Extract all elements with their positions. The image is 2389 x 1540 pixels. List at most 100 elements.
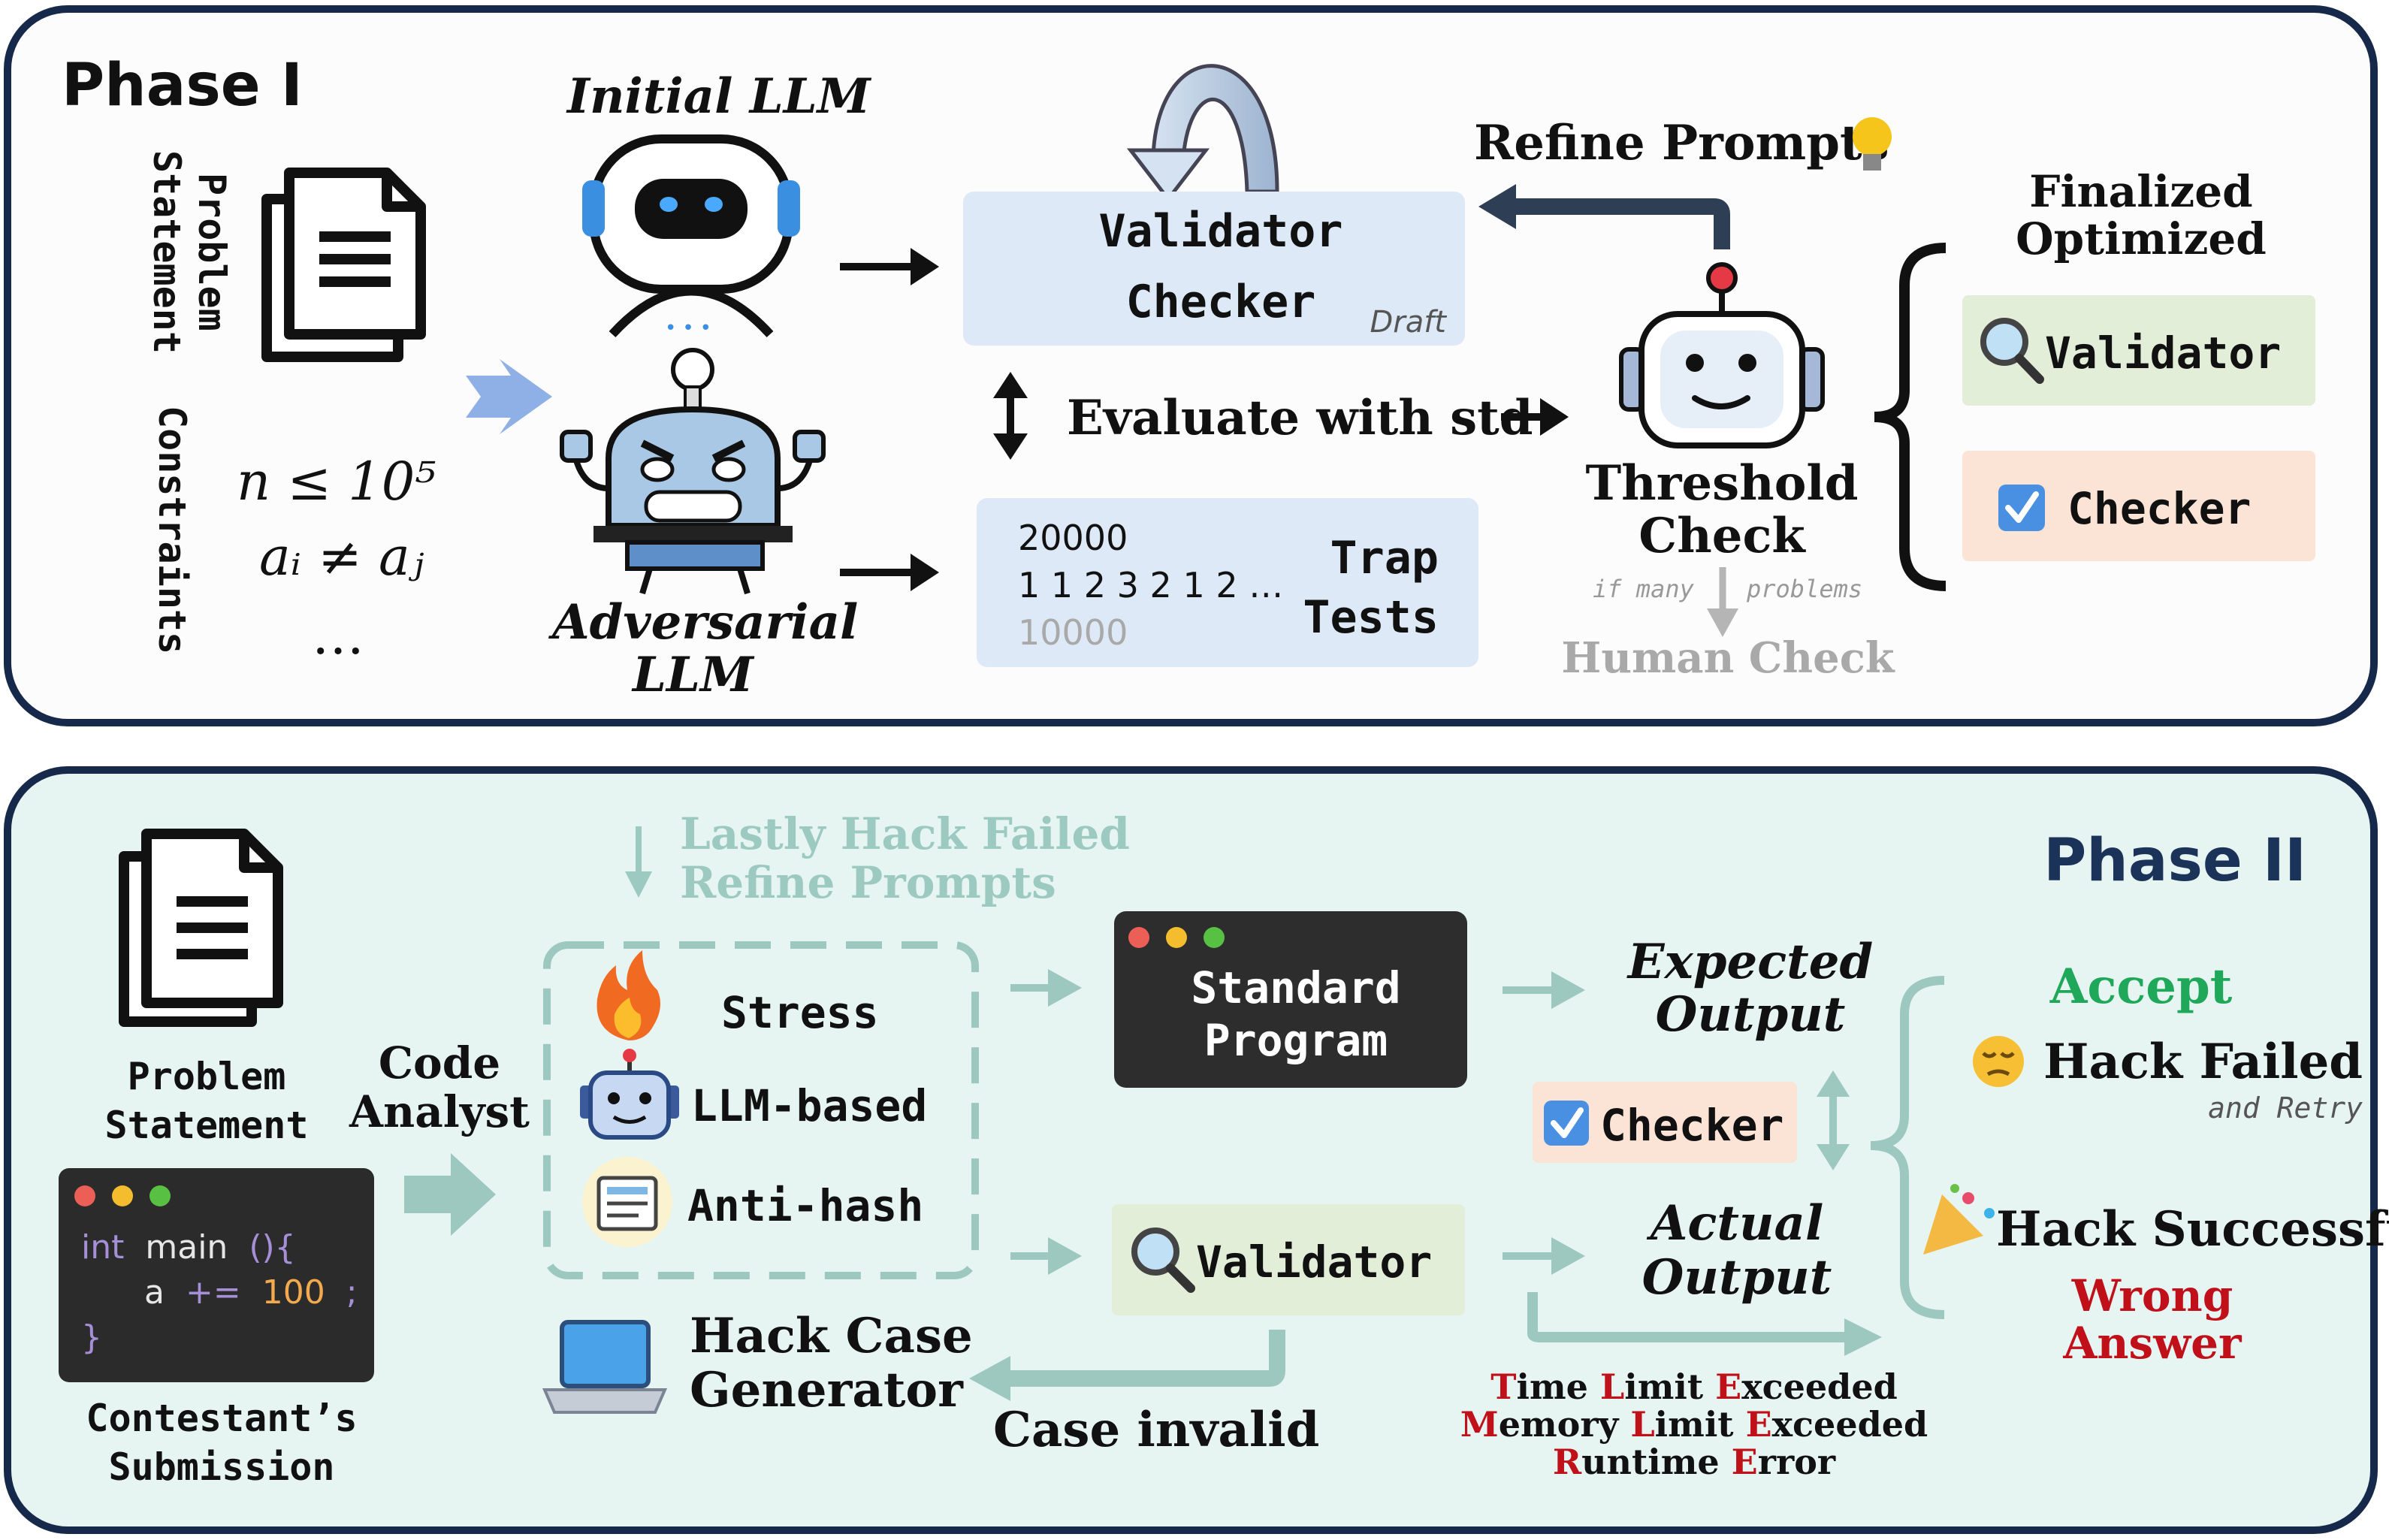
standard-line2: Program — [1204, 1015, 1388, 1066]
hash-sheet-icon — [582, 1157, 672, 1247]
strategy-box — [543, 941, 979, 1279]
phase2-title: Phase II — [2043, 827, 2306, 895]
laptop-icon — [542, 1320, 668, 1414]
trap-sample-1: 20000 — [1018, 518, 1128, 558]
party-popper-icon — [1923, 1184, 1995, 1255]
hack-successful-label: Hack Successful — [1996, 1201, 2389, 1258]
adversarial-robot-icon — [560, 348, 826, 595]
adversarial-llm-line2: LLM — [631, 647, 755, 703]
arrow-to-trap — [840, 554, 939, 591]
analyst-arrow — [404, 1153, 496, 1236]
compare-updown-arrow — [1817, 1070, 1850, 1170]
actual-line1: Actual — [1647, 1195, 1824, 1252]
accept-label: Accept — [2049, 959, 2233, 1015]
lastly-arrow — [625, 826, 652, 898]
refine-prompts-arrow — [1478, 184, 1730, 249]
standard-program-window — [1114, 911, 1467, 1088]
phase2-checkbox-icon — [1544, 1101, 1589, 1146]
problem-statement-label: Problem Statement — [145, 150, 234, 354]
svg-text:Statement: Statement — [145, 150, 189, 354]
phase2-problem-line2: Statement — [105, 1104, 309, 1147]
draft-checker: Checker — [1126, 276, 1316, 328]
constraint-ellipsis: … — [312, 605, 364, 666]
hack-failed-label: Hack Failed — [2043, 1034, 2363, 1090]
constraints-label: Constraints — [150, 406, 194, 654]
trap-sample-2: 1 1 2 3 2 1 2 … — [1018, 565, 1283, 605]
strategy-stress: Stress — [721, 987, 879, 1038]
problems-label: problems — [1746, 575, 1862, 603]
threshold-robot-icon — [1619, 262, 1825, 448]
phase2-problem-line1: Problem — [128, 1055, 286, 1098]
final-checker-box — [1962, 451, 2315, 561]
final-checker-label: Checker — [2067, 483, 2251, 534]
hack-gen-line2: Generator — [690, 1362, 964, 1418]
expected-line2: Output — [1656, 986, 1846, 1043]
finalized-line1: Finalized — [2029, 166, 2252, 217]
strategy-llm: LLM-based — [691, 1080, 927, 1131]
case-invalid-arrow — [969, 1330, 1285, 1401]
error-mle: Memory Limit Exceeded — [1460, 1404, 1928, 1445]
actual-line2: Output — [1642, 1249, 1832, 1306]
arrow-to-actual — [1503, 1237, 1585, 1275]
error-tle: Time Limit Exceeded — [1490, 1366, 1898, 1407]
code-line-1: int main (){ — [81, 1228, 296, 1267]
result-brace — [1870, 976, 1945, 1319]
error-re: Runtime Error — [1553, 1442, 1836, 1482]
constraint-a: aᵢ ≠ aⱼ — [259, 526, 424, 587]
lastly-line2: Refine Prompts — [680, 857, 1056, 908]
lightbulb-icon — [1853, 117, 1892, 171]
input-arrow — [466, 359, 552, 434]
finalized-line2: Optimized — [2016, 213, 2267, 264]
draft-validator: Validator — [1098, 205, 1342, 258]
code-editor-window — [59, 1168, 374, 1382]
checkbox-icon — [1998, 485, 2045, 531]
arrow-to-validator — [1010, 1237, 1082, 1275]
draft-tag: Draft — [1370, 305, 1447, 340]
phase2-checker-box — [1533, 1082, 1797, 1163]
phase2-magnifier-icon — [1131, 1227, 1195, 1293]
fire-icon — [596, 950, 660, 1040]
human-check-label: Human Check — [1561, 633, 1895, 683]
finalized-brace — [1874, 243, 1947, 591]
refine-loop-arrow — [1126, 64, 1279, 203]
draft-box — [963, 192, 1465, 346]
phase1-title: Phase I — [62, 52, 303, 119]
evaluate-with-std: Evaluate with std — [1067, 390, 1533, 446]
arrow-to-expected — [1503, 971, 1585, 1009]
final-validator-box — [1962, 295, 2315, 406]
standard-line1: Standard — [1191, 962, 1400, 1013]
initial-robot-icon — [582, 134, 800, 338]
if-many-label: if many — [1593, 575, 1695, 603]
arrow-to-threshold — [1501, 398, 1569, 436]
expected-line1: Expected — [1626, 934, 1873, 990]
arrow-to-standard — [1010, 969, 1082, 1007]
submission-line1: Contestant’s — [86, 1397, 357, 1440]
lastly-line1: Lastly Hack Failed — [680, 808, 1130, 859]
phase2-checker-label: Checker — [1600, 1100, 1783, 1151]
problem-document-icon — [261, 168, 426, 362]
code-line-2: a += 100 ; — [144, 1273, 358, 1312]
phase2-validator-box — [1112, 1204, 1465, 1315]
case-invalid-label: Case invalid — [993, 1402, 1319, 1458]
initial-llm-label: Initial LLM — [566, 68, 872, 125]
trap-tests-box — [977, 498, 1478, 667]
magnifier-icon — [1980, 318, 2044, 384]
final-validator-label: Validator — [2045, 328, 2281, 379]
small-robot-icon — [580, 1049, 679, 1140]
submission-line2: Submission — [108, 1445, 334, 1489]
error-route-arrow — [1527, 1292, 1882, 1356]
code-line-3: } — [81, 1318, 102, 1357]
trap-label-2: Tests — [1303, 591, 1439, 644]
trap-sample-3: 10000 — [1018, 612, 1128, 653]
threshold-line1: Threshold — [1586, 455, 1859, 512]
wrong-answer-line2: Answer — [2062, 1318, 2243, 1369]
arrow-to-draft — [840, 248, 939, 285]
strategy-antihash: Anti-hash — [687, 1180, 923, 1231]
svg-text:Problem: Problem — [190, 173, 234, 331]
adversarial-llm-line1: Adversarial — [548, 594, 858, 651]
and-retry-label: and Retry — [2208, 1092, 2363, 1125]
refine-prompts-label: Refine Prompts — [1474, 115, 1889, 171]
code-analyst-line2: Analyst — [349, 1086, 530, 1137]
sad-face-icon — [1973, 1036, 2024, 1087]
